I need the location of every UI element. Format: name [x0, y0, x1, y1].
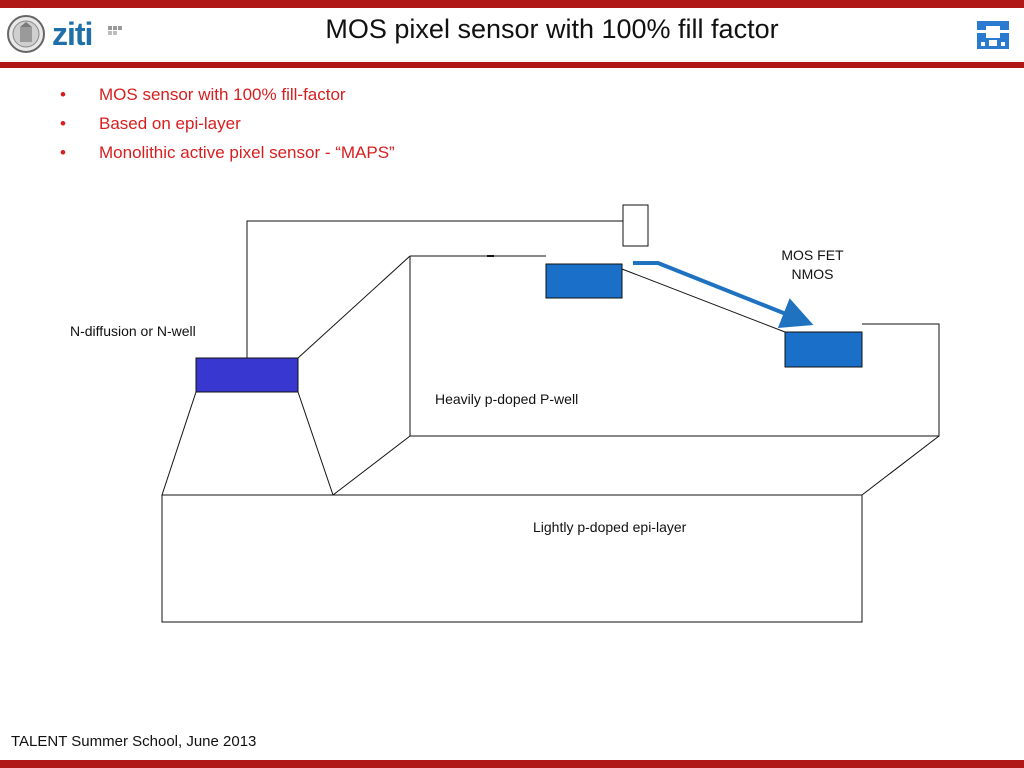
readout-element-box — [622, 204, 649, 247]
pwell-depth-line-left — [332, 435, 411, 496]
epi-layer-block — [161, 494, 863, 623]
nwell-funnel-right — [297, 391, 334, 496]
pwell-depth-line-right — [861, 435, 940, 496]
p-well-outline — [409, 255, 940, 437]
nwell-top-connector — [297, 255, 411, 359]
header-divider-bar — [0, 62, 1024, 68]
bullet-item: MOS sensor with 100% fill-factor — [58, 84, 395, 113]
university-seal-logo — [7, 15, 45, 53]
mos-fet-label: MOS FET NMOS — [760, 246, 865, 284]
mos-fet-block — [784, 331, 863, 368]
bottom-accent-bar — [0, 760, 1024, 768]
signal-arrow — [633, 261, 814, 328]
bullet-item: Monolithic active pixel sensor - “MAPS” — [58, 142, 395, 171]
epi-layer-label: Lightly p-doped epi-layer — [533, 519, 687, 535]
n-diffusion-region — [195, 357, 299, 393]
svg-text:ziti: ziti — [52, 16, 92, 52]
top-accent-bar — [0, 0, 1024, 8]
bullet-item: Based on epi-layer — [58, 113, 395, 142]
mos-fet-label-line1: MOS FET — [781, 247, 844, 263]
p-well-label: Heavily p-doped P-well — [435, 391, 579, 407]
ziti-logo: ziti — [52, 16, 122, 52]
n-diffusion-label: N-diffusion or N-well — [70, 323, 196, 339]
mos-fet-label-line2: NMOS — [791, 266, 834, 282]
institute-logo — [974, 18, 1012, 52]
slide-title: MOS pixel sensor with 100% fill factor — [325, 14, 779, 44]
transistor-block-upper — [545, 263, 623, 299]
readout-wire — [246, 220, 623, 358]
bullet-list: MOS sensor with 100% fill-factor Based o… — [58, 84, 395, 171]
slide-footer: TALENT Summer School, June 2013 — [11, 733, 257, 750]
nwell-funnel-left — [161, 391, 197, 496]
